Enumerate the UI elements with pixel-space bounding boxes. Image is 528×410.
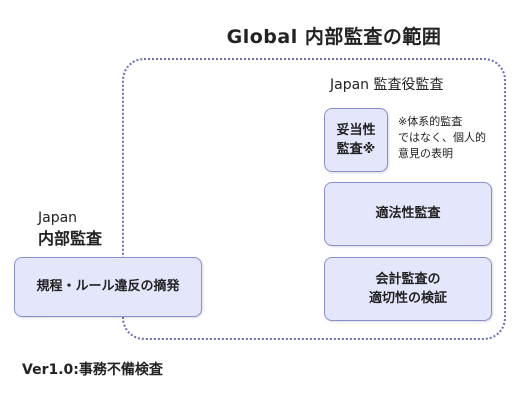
global-scope-frame xyxy=(122,58,506,340)
legality-audit-text: 適法性監査 xyxy=(375,206,441,222)
audit-committee-label: Japan 監査役監査 xyxy=(330,77,444,93)
legality-audit-box: 適法性監査 xyxy=(324,182,492,246)
adequacy-audit-box: 妥当性 監査※ xyxy=(324,108,388,172)
adequacy-audit-text: 妥当性 監査※ xyxy=(336,122,376,158)
accounting-audit-box: 会計監査の 適切性の検証 xyxy=(324,257,492,321)
internal-audit-label: Japan 内部監査 xyxy=(38,209,102,249)
internal-audit-label-line2: 内部監査 xyxy=(38,228,103,248)
adequacy-note: ※体系的監査 ではなく、個人的 意見の表明 xyxy=(398,115,486,160)
accounting-audit-text: 会計監査の 適切性の検証 xyxy=(368,271,447,307)
rules-violation-box: 規程・ルール違反の摘発 xyxy=(14,257,202,317)
diagram-title: Global 内部監査の範囲 xyxy=(226,26,442,48)
internal-audit-label-line1: Japan xyxy=(38,210,78,226)
version-label: Ver1.0:事務不備検査 xyxy=(22,362,163,378)
rules-violation-text: 規程・ルール違反の摘発 xyxy=(36,279,180,295)
